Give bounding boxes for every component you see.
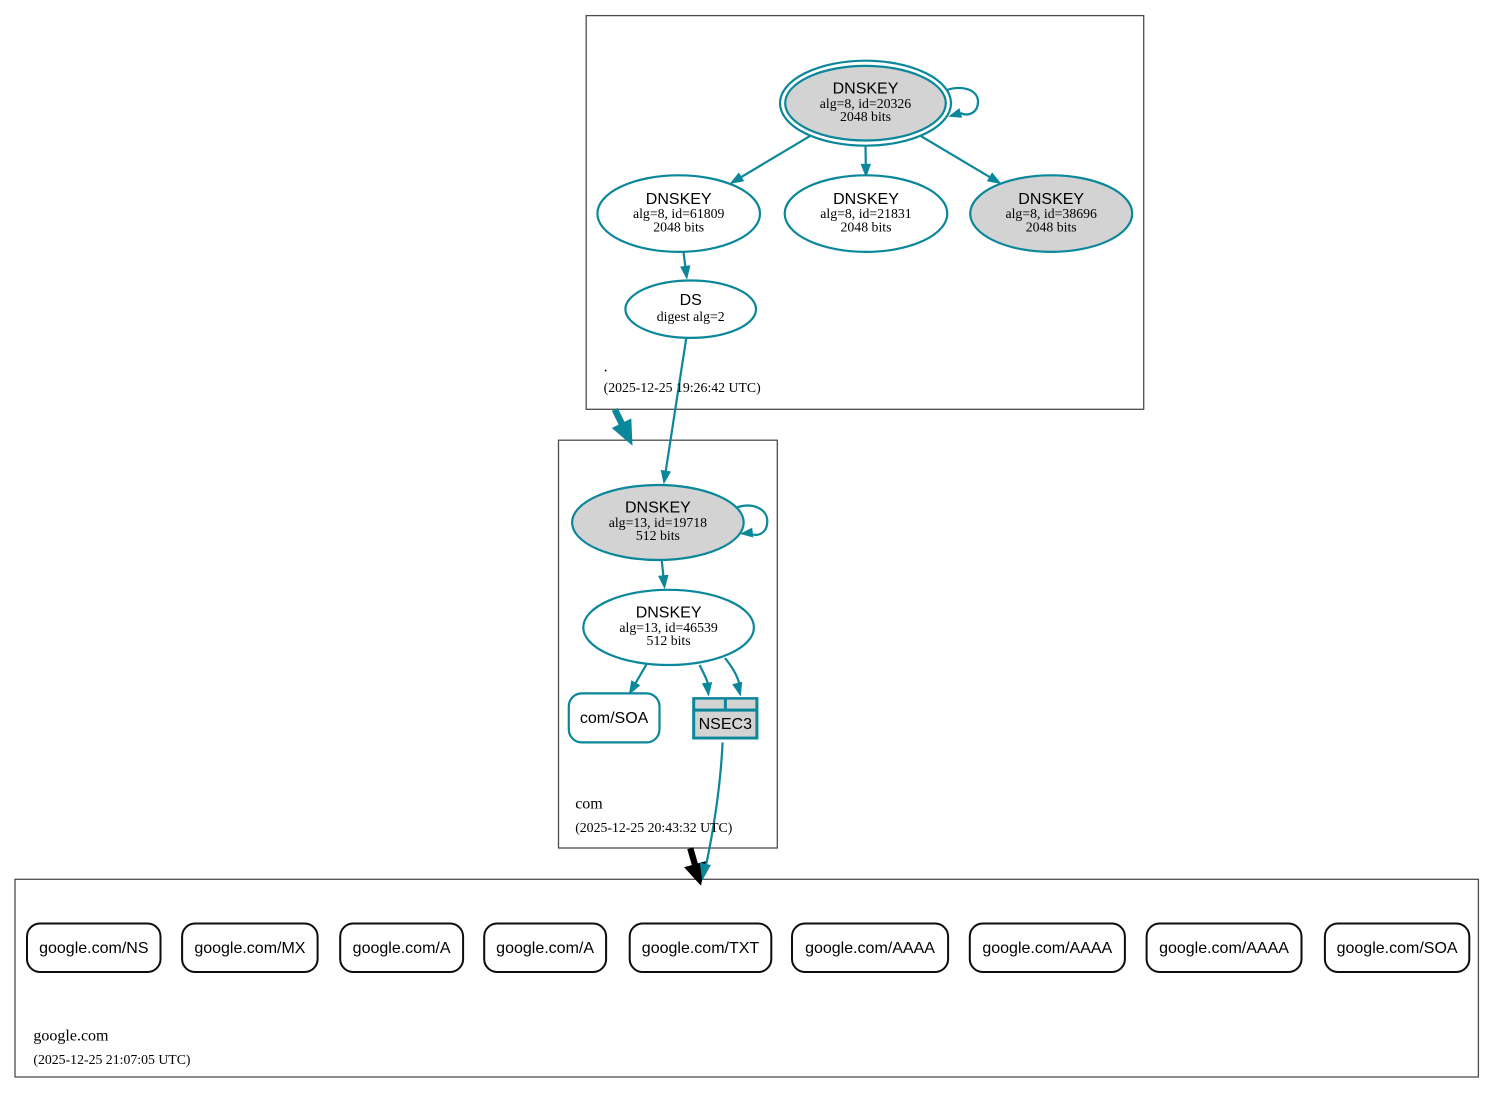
svg-text:google.com/A: google.com/A [353, 940, 451, 957]
svg-text:(2025-12-25 20:43:32 UTC): (2025-12-25 20:43:32 UTC) [575, 820, 732, 836]
svg-text:com/SOA: com/SOA [580, 710, 649, 727]
svg-text:alg=8, id=21831: alg=8, id=21831 [820, 206, 912, 221]
svg-text:512 bits: 512 bits [647, 633, 691, 648]
svg-text:google.com/MX: google.com/MX [194, 940, 305, 957]
svg-text:(2025-12-25 21:07:05 UTC): (2025-12-25 21:07:05 UTC) [33, 1052, 190, 1068]
svg-text:2048 bits: 2048 bits [1026, 219, 1077, 234]
svg-text:2048 bits: 2048 bits [653, 219, 704, 234]
svg-text:google.com/AAAA: google.com/AAAA [805, 940, 935, 957]
svg-text:google.com/NS: google.com/NS [39, 940, 148, 957]
svg-text:alg=13, id=46539: alg=13, id=46539 [619, 620, 717, 635]
svg-text:google.com: google.com [33, 1028, 109, 1045]
svg-text:alg=8, id=20326: alg=8, id=20326 [820, 96, 912, 111]
svg-text:alg=8, id=38696: alg=8, id=38696 [1005, 206, 1097, 221]
svg-text:DNSKEY: DNSKEY [625, 500, 691, 517]
svg-text:(2025-12-25 19:26:42 UTC): (2025-12-25 19:26:42 UTC) [604, 380, 761, 396]
svg-text:google.com/TXT: google.com/TXT [642, 940, 760, 957]
svg-text:DNSKEY: DNSKEY [833, 80, 899, 97]
svg-text:DNSKEY: DNSKEY [1018, 191, 1084, 208]
svg-text:DNSKEY: DNSKEY [636, 605, 702, 622]
svg-text:DS: DS [680, 292, 702, 309]
svg-text:com: com [575, 796, 603, 813]
svg-text:DNSKEY: DNSKEY [646, 191, 712, 208]
svg-text:512 bits: 512 bits [636, 528, 680, 543]
svg-text:google.com/AAAA: google.com/AAAA [1159, 940, 1289, 957]
svg-text:NSEC3: NSEC3 [699, 716, 752, 733]
svg-text:DNSKEY: DNSKEY [833, 191, 899, 208]
svg-text:digest alg=2: digest alg=2 [657, 309, 725, 324]
svg-text:2048 bits: 2048 bits [840, 109, 891, 124]
svg-text:2048 bits: 2048 bits [841, 219, 892, 234]
svg-text:alg=13, id=19718: alg=13, id=19718 [609, 515, 707, 530]
svg-text:alg=8, id=61809: alg=8, id=61809 [633, 206, 725, 221]
svg-text:google.com/AAAA: google.com/AAAA [982, 940, 1112, 957]
svg-text:google.com/SOA: google.com/SOA [1337, 940, 1458, 957]
svg-text:google.com/A: google.com/A [496, 940, 594, 957]
svg-text:.: . [604, 358, 608, 375]
